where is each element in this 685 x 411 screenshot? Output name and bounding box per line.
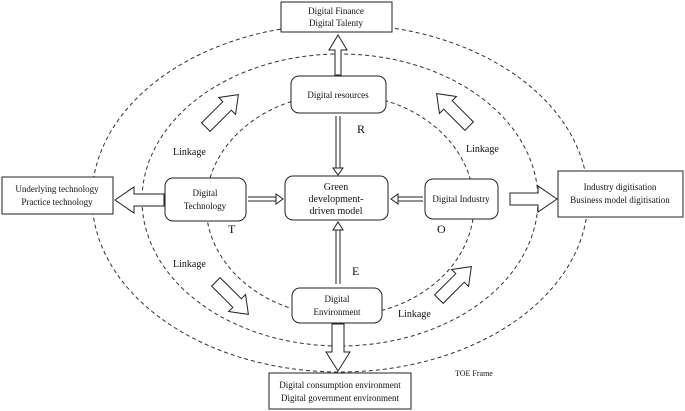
bottom-outer-line-1: Digital consumption environment — [279, 380, 401, 390]
digital-environment-line-2: Environment — [314, 307, 361, 317]
digital-technology-line-2: Technology — [184, 201, 227, 211]
center-line-2: development- — [309, 194, 364, 205]
center-line-3: driven model — [309, 206, 362, 217]
arrow-environment-to-center — [332, 221, 344, 284]
letter-r: R — [357, 122, 365, 136]
bottom-outer-box: Digital consumption environment Digital … — [268, 372, 412, 410]
arrow-resources-to-center — [332, 116, 344, 176]
digital-industry-label: Digital Industry — [432, 194, 490, 204]
left-outer-line-1: Underlying technology — [15, 184, 99, 194]
digital-environment-line-1: Digital — [325, 294, 350, 304]
digital-technology-box: Digital Technology — [164, 177, 247, 222]
digital-industry-box: Digital Industry — [424, 178, 499, 220]
block-arrow-right-to-right-box — [509, 185, 558, 213]
top-outer-line-2: Digital Talenty — [309, 18, 363, 28]
block-arrow-left-to-left-box — [114, 186, 165, 214]
bottom-outer-line-2: Digital government environment — [281, 393, 399, 403]
block-arrow-down-to-bottom-box — [325, 323, 351, 372]
letter-t: T — [228, 222, 236, 236]
linkage-arrow-top-right — [436, 93, 475, 132]
top-outer-line-1: Digital Finance — [308, 6, 364, 16]
letter-e: E — [352, 264, 359, 278]
center-box: Green development- driven model — [284, 175, 389, 221]
linkage-label-bottom-right: Linkage — [398, 309, 431, 320]
arrow-technology-to-center — [248, 193, 284, 205]
digital-environment-box: Digital Environment — [291, 287, 383, 324]
arrow-industry-to-center — [390, 193, 423, 205]
linkage-label-bottom-left: Linkage — [173, 259, 206, 270]
linkage-label-top-right: Linkage — [466, 144, 499, 155]
right-outer-line-1: Industry digitisation — [584, 182, 657, 192]
top-outer-box: Digital Finance Digital Talenty — [280, 1, 393, 33]
letter-o: O — [437, 222, 446, 236]
right-outer-line-2: Business model digitisation — [570, 195, 670, 205]
linkage-arrow-top-left — [200, 94, 239, 133]
toe-frame-label: TOE Frame — [455, 369, 493, 378]
digital-resources-label: Digital resources — [307, 90, 369, 100]
right-outer-box: Industry digitisation Business model dig… — [557, 170, 684, 218]
linkage-arrow-bottom-right — [433, 266, 472, 305]
left-outer-box: Underlying technology Practice technolog… — [1, 176, 114, 215]
digital-technology-line-1: Digital — [193, 188, 218, 198]
digital-resources-box: Digital resources — [290, 75, 387, 114]
linkage-arrow-bottom-left — [210, 276, 249, 315]
linkage-label-top-left: Linkage — [173, 147, 206, 158]
center-line-1: Green — [324, 182, 348, 193]
block-arrow-up-to-top-box — [328, 34, 348, 76]
left-outer-line-2: Practice technology — [21, 197, 93, 207]
